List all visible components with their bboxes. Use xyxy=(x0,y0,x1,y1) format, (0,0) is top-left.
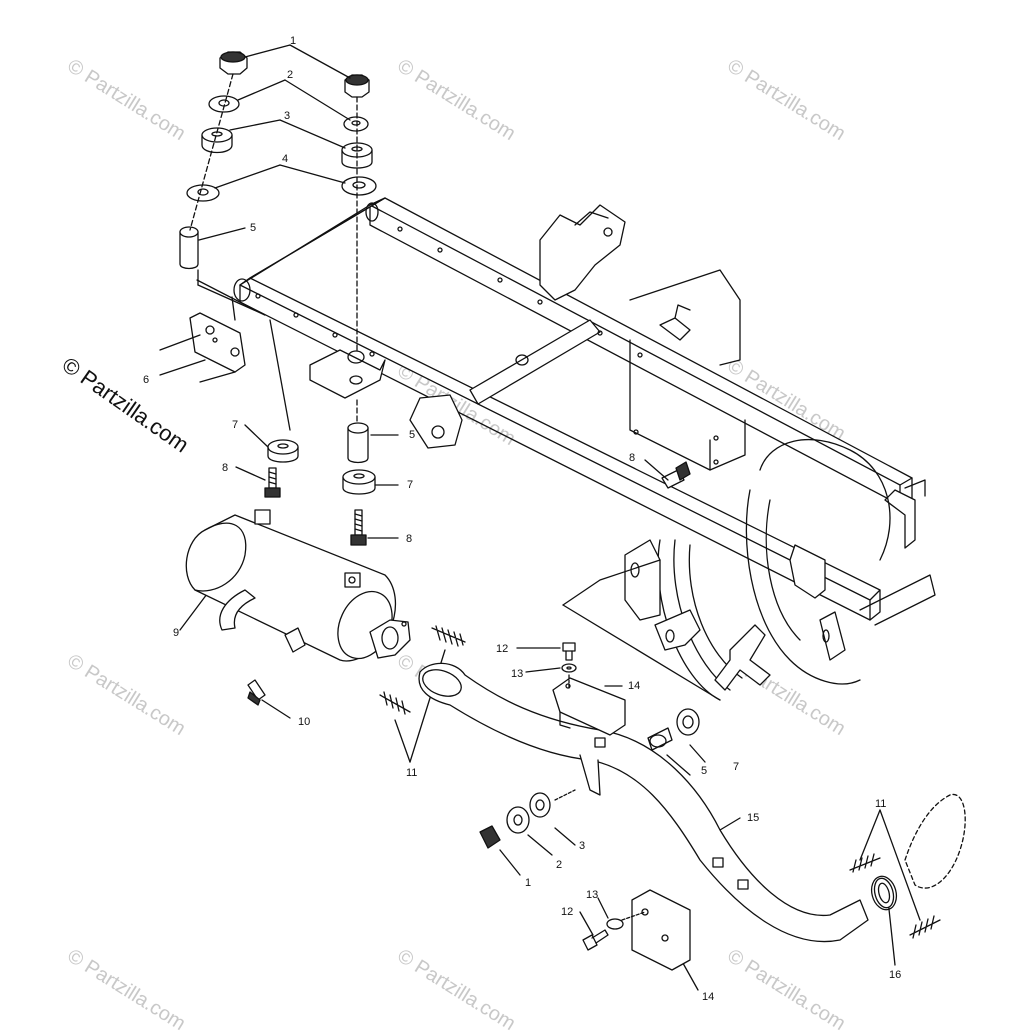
callout: 3 xyxy=(579,840,585,852)
callout: 4 xyxy=(282,153,288,165)
callout: 12 xyxy=(496,643,508,655)
callout: 8 xyxy=(406,533,412,545)
bolt-washer-lower xyxy=(582,911,646,951)
callout: 3 xyxy=(284,110,290,122)
callout: 8 xyxy=(629,452,635,464)
callout: 9 xyxy=(173,627,179,639)
callout: 5 xyxy=(409,429,415,441)
engine-housing xyxy=(539,204,936,701)
left-hardware-stack xyxy=(179,51,248,270)
exhaust-gasket xyxy=(870,875,898,911)
callout: 7 xyxy=(407,479,413,491)
callout: 7 xyxy=(232,419,238,431)
left-lower-hardware xyxy=(264,439,299,498)
callout: 10 xyxy=(298,716,310,728)
callout: 14 xyxy=(702,991,714,1003)
center-bracket xyxy=(309,349,386,399)
callout: 5 xyxy=(701,765,707,777)
callout: 1 xyxy=(525,877,531,889)
callout: 16 xyxy=(889,969,901,981)
pipe-bracket-upper xyxy=(552,677,626,736)
callout: 7 xyxy=(733,761,739,773)
exhaust-pipe xyxy=(418,662,966,943)
callout: 11 xyxy=(406,767,417,779)
callout: 15 xyxy=(747,812,759,824)
engine-bolt xyxy=(661,461,691,489)
callout: 2 xyxy=(287,69,293,81)
pipe-spacer-bushing xyxy=(647,708,700,751)
callout: 8 xyxy=(222,462,228,474)
callout-labels: 1 2 3 4 5 6 7 8 5 7 8 8 9 10 11 12 13 14… xyxy=(143,35,901,1003)
mount-bracket xyxy=(189,312,246,373)
leader-lines xyxy=(159,44,921,991)
rail-clevis xyxy=(409,394,463,449)
callout: 13 xyxy=(586,889,598,901)
callout: 11 xyxy=(875,798,886,810)
callout: 13 xyxy=(511,668,523,680)
callout: 1 xyxy=(290,35,296,47)
frame-rails xyxy=(233,197,926,621)
muffler xyxy=(185,509,411,706)
springs xyxy=(379,625,941,939)
callout: 14 xyxy=(628,680,640,692)
pipe-bracket-lower xyxy=(631,889,691,971)
callout: 12 xyxy=(561,906,573,918)
right-hardware-stack xyxy=(341,74,377,546)
pipe-nut-stack xyxy=(479,789,576,849)
callout: 5 xyxy=(250,222,256,234)
callout: 6 xyxy=(143,374,149,386)
bolt-washer-upper xyxy=(561,642,577,689)
callout: 2 xyxy=(556,859,562,871)
